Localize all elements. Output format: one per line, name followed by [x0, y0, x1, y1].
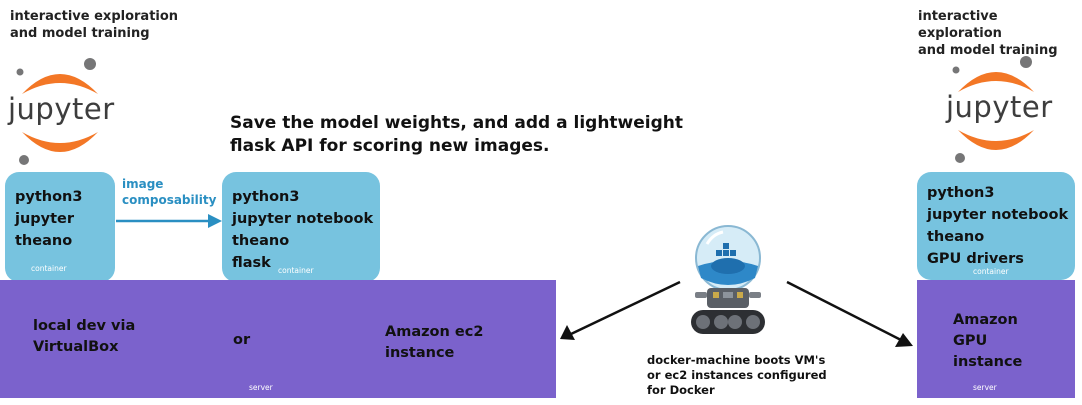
ec2-line2: instance — [385, 345, 455, 361]
headline: Save the model weights, and add a lightw… — [230, 112, 683, 158]
middle-container: python3 jupyter notebook theano flask co… — [222, 172, 380, 282]
gpu-server-line2: GPU — [953, 333, 988, 349]
left-caption: interactive exploration and model traini… — [10, 8, 178, 42]
stack-item: GPU drivers — [927, 251, 1024, 267]
docker-machine-label: docker-machine boots VM's or ec2 instanc… — [647, 353, 827, 398]
gpu-server-line3: instance — [953, 354, 1023, 370]
or-label: or — [233, 332, 251, 348]
left-container-stack: python3 jupyter theano — [15, 186, 82, 252]
right-caption-line2: and model training — [918, 43, 1058, 58]
right-container-stack: python3 jupyter notebook theano GPU driv… — [927, 182, 1068, 270]
composability-arrow-icon — [116, 214, 222, 228]
docker-label-line3: for Docker — [647, 383, 715, 397]
gpu-server: Amazon GPU instance server — [917, 280, 1075, 398]
docker-robot-mascot-icon — [683, 222, 773, 340]
jupyter-logo-icon: jupyter — [940, 54, 1052, 166]
middle-container-stack: python3 jupyter notebook theano flask — [232, 186, 373, 274]
server-tag: server — [973, 383, 997, 392]
jupyter-logo-icon: jupyter — [4, 56, 116, 168]
docker-label-line2: or ec2 instances configured — [647, 368, 827, 382]
local-dev-line2: VirtualBox — [33, 339, 119, 355]
arrow-label: image composability — [122, 176, 216, 208]
stack-item: theano — [15, 233, 73, 249]
ec2-line1: Amazon ec2 — [385, 324, 484, 340]
stack-item: jupyter notebook — [927, 207, 1069, 223]
right-caption: interactive exploration and model traini… — [918, 8, 1082, 59]
right-caption-line1: interactive exploration — [918, 9, 1002, 41]
server-tag: server — [249, 383, 273, 392]
arrow-label-line1: image — [122, 177, 164, 191]
left-caption-line1: interactive exploration — [10, 9, 179, 24]
gpu-server-line1: Amazon — [953, 312, 1018, 328]
jupyter-logo-text: jupyter — [8, 92, 115, 126]
local-dev-line1: local dev via — [33, 318, 136, 334]
stack-item: python3 — [232, 189, 300, 205]
ec2-label: Amazon ec2 instance — [385, 322, 483, 364]
stack-item: jupyter notebook — [232, 211, 374, 227]
main-server: local dev via VirtualBox or Amazon ec2 i… — [0, 280, 556, 398]
left-caption-line2: and model training — [10, 26, 150, 41]
container-tag: container — [278, 266, 314, 275]
headline-line2: flask API for scoring new images. — [230, 136, 550, 156]
jupyter-logo-text: jupyter — [946, 90, 1053, 124]
right-container: python3 jupyter notebook theano GPU driv… — [917, 172, 1075, 280]
gpu-server-label: Amazon GPU instance — [953, 310, 1022, 373]
container-tag: container — [973, 267, 1009, 276]
stack-item: flask — [232, 255, 271, 271]
docker-label-line1: docker-machine boots VM's — [647, 353, 826, 367]
arrow-label-line2: composability — [122, 193, 217, 207]
left-container: python3 jupyter theano container — [5, 172, 115, 282]
arrow-to-main-server-icon — [560, 280, 681, 340]
container-tag: container — [31, 264, 67, 273]
stack-item: theano — [927, 229, 985, 245]
stack-item: jupyter — [15, 211, 75, 227]
stack-item: python3 — [927, 185, 995, 201]
stack-item: python3 — [15, 189, 83, 205]
local-dev-label: local dev via VirtualBox — [33, 316, 135, 358]
arrow-to-gpu-server-icon — [786, 280, 913, 347]
stack-item: theano — [232, 233, 290, 249]
headline-line1: Save the model weights, and add a lightw… — [230, 113, 684, 133]
